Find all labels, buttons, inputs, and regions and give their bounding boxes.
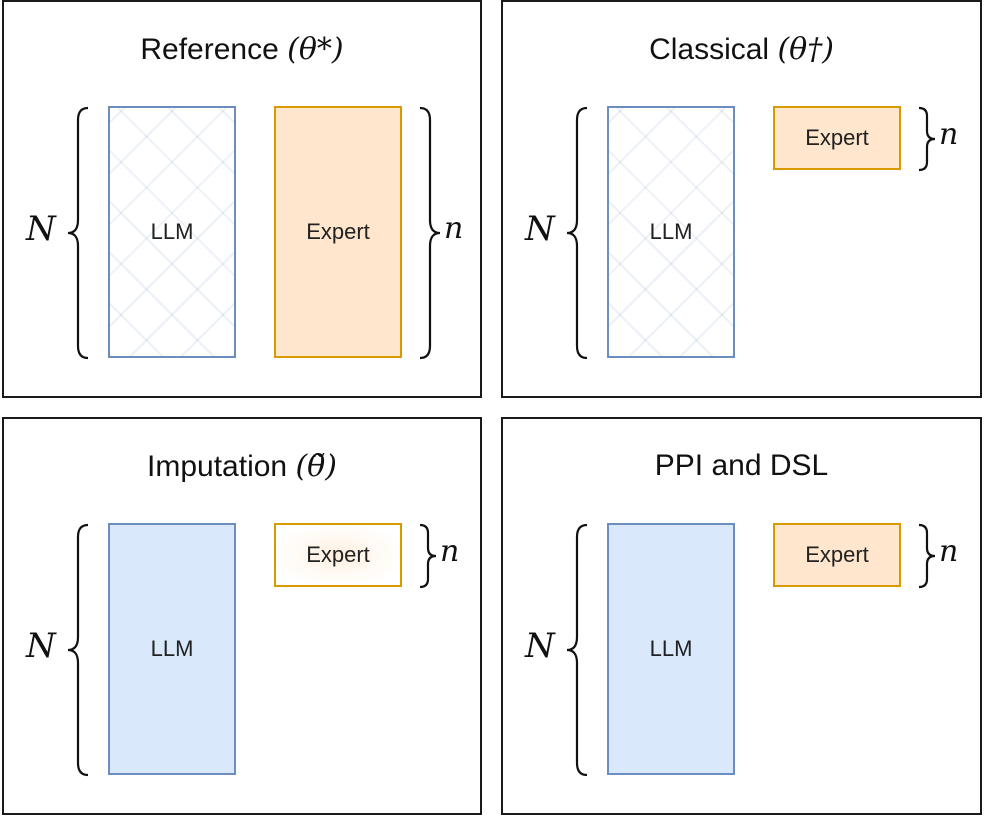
title-math: (θ*) [287,32,344,67]
panel-imputation: Imputation (θ̃) N LLM Expert n [2,417,482,815]
llm-box: LLM [108,106,236,358]
N-brace [67,106,89,360]
title-text: Classical [649,33,770,66]
N-brace [566,106,588,360]
llm-box: LLM [108,523,236,775]
expert-box: Expert [274,106,402,358]
expert-box: Expert [274,523,402,587]
n-label: n [939,534,959,569]
n-brace [419,523,437,589]
N-brace [67,523,89,777]
panel-classical: Classical (θ†) N LLM Expert n [501,0,982,398]
panel-title: Imputation (θ̃) [4,449,480,484]
title-math: (θ†) [777,32,834,67]
expert-box: Expert [773,523,901,587]
N-label: N [26,626,56,666]
panel-reference: Reference (θ*) N LLM Expert n [2,0,482,398]
n-label: n [444,211,464,246]
panel-title: Classical (θ†) [503,32,980,67]
n-brace [419,106,441,360]
panel-title: Reference (θ*) [4,32,480,67]
N-brace [566,523,588,777]
n-brace [918,523,936,589]
panel-title: PPI and DSL [503,449,980,483]
title-math: (θ̃) [295,449,337,484]
llm-box: LLM [607,523,735,775]
n-label: n [939,117,959,152]
N-label: N [26,209,56,249]
llm-box: LLM [607,106,735,358]
expert-box: Expert [773,106,901,170]
N-label: N [525,626,555,666]
n-brace [918,106,936,172]
n-label: n [440,534,460,569]
title-text: Imputation [147,450,288,483]
title-text: Reference [140,33,279,66]
panel-ppi-dsl: PPI and DSL N LLM Expert n [501,417,982,815]
N-label: N [525,209,555,249]
title-text: PPI and DSL [654,449,829,482]
